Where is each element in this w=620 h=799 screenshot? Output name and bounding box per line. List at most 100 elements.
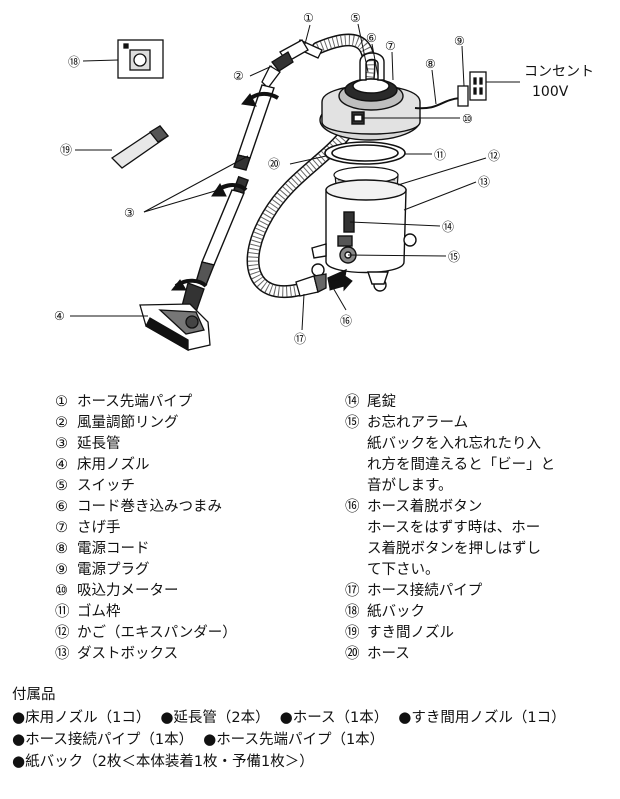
- callout-6: ⑥: [366, 31, 377, 45]
- parts-list-name: 吸込力メーター: [77, 583, 179, 599]
- accessory-item: ●ホース接続パイプ（1本）: [12, 730, 194, 748]
- callout-4: ④: [54, 309, 65, 323]
- bullet-icon: ●: [279, 708, 293, 726]
- parts-list-number: ⑳: [345, 646, 360, 662]
- callout-16: ⑯: [340, 314, 352, 328]
- parts-list-name: ホース先端パイプ: [77, 394, 193, 410]
- parts-list-name: スイッチ: [77, 478, 135, 494]
- parts-list-number: ③: [55, 436, 68, 452]
- paper-bag-illustration: [117, 39, 164, 79]
- bullet-icon: ●: [160, 708, 174, 726]
- hose-connector-illustration: [295, 268, 347, 297]
- vacuum-head-illustration: [319, 52, 421, 141]
- accessory-name: 紙バック（2枚＜本体装着1枚・予備1枚＞）: [25, 754, 314, 770]
- callout-18: ⑱: [68, 55, 80, 69]
- bullet-icon: ●: [398, 708, 412, 726]
- callout-13: ⑬: [478, 175, 490, 189]
- parts-list-number: ⑲: [345, 625, 360, 641]
- accessory-name: ホース接続パイプ（1本）: [25, 732, 194, 748]
- parts-list-number: ①: [55, 394, 68, 410]
- bullet-icon: ●: [203, 730, 217, 748]
- parts-list-number: ⑱: [345, 604, 360, 620]
- callout-7: ⑦: [385, 39, 396, 53]
- bullet-icon: ●: [12, 708, 26, 726]
- callout-10: ⑩: [462, 112, 473, 126]
- parts-list-number: ⑬: [55, 646, 70, 662]
- bullet-icon: ●: [12, 752, 26, 770]
- accessory-name: すき間用ノズル（1コ）: [411, 710, 566, 726]
- power-cord-illustration: [414, 97, 461, 110]
- parts-list-name: ホース接続パイプ: [367, 583, 483, 599]
- rubber-frame-illustration: [324, 141, 406, 165]
- callout-12: ⑫: [488, 149, 500, 163]
- parts-list-number: ⑮: [345, 415, 360, 431]
- floor-nozzle-illustration: [139, 282, 211, 352]
- accessories-line: ●床用ノズル（1コ）●延長管（2本）●ホース（1本）●すき間用ノズル（1コ）: [12, 707, 576, 729]
- parts-list-name: 床用ノズル: [77, 457, 150, 473]
- callout-8: ⑧: [425, 57, 436, 71]
- parts-list-number: ⑨: [55, 562, 68, 578]
- parts-list-item: ⑰ ホース接続パイプ: [345, 581, 555, 602]
- accessory-item: ●床用ノズル（1コ）: [12, 708, 150, 726]
- parts-list-item: ⑮ お忘れアラーム 紙バックを入れ忘れたり入 れ方を間違えると「ビー」と 音がしま…: [345, 413, 555, 497]
- accessories-line: ●紙バック（2枚＜本体装着1枚・予備1枚＞）: [12, 751, 576, 773]
- accessory-item: ●ホース先端パイプ（1本）: [203, 730, 385, 748]
- accessory-name: ホース（1本）: [292, 710, 389, 726]
- parts-list-item: ⑤ スイッチ: [55, 476, 237, 497]
- parts-list-number: ⑯: [345, 499, 360, 515]
- parts-list-item: ④ 床用ノズル: [55, 455, 237, 476]
- accessory-item: ●紙バック（2枚＜本体装着1枚・予備1枚＞）: [12, 752, 314, 770]
- parts-list-item: ⑬ ダストボックス: [55, 644, 237, 665]
- parts-list-name: かご（エキスパンダー）: [77, 625, 237, 641]
- parts-list-number: ⑫: [55, 625, 70, 641]
- parts-list-number: ⑩: [55, 583, 68, 599]
- parts-list-item: ⑩ 吸込力メーター: [55, 581, 237, 602]
- accessory-name: ホース先端パイプ（1本）: [216, 732, 385, 748]
- parts-list-item: ⑥ コード巻き込みつまみ: [55, 497, 237, 518]
- callout-15: ⑮: [448, 250, 460, 264]
- parts-list-name: ダストボックス: [77, 646, 179, 662]
- accessory-name: 延長管（2本）: [173, 710, 270, 726]
- parts-list-item: ⑯ ホース着脱ボタン ホースをはずす時は、ホー ス着脱ボタンを押しはずし て下さい…: [345, 497, 555, 581]
- parts-list-name: さげ手: [77, 520, 121, 536]
- power-plug-illustration: [457, 71, 487, 107]
- parts-list-name: 風量調節リング: [77, 415, 179, 431]
- parts-list-number: ⑥: [55, 499, 68, 515]
- accessories-title: 付属品: [12, 687, 56, 703]
- parts-list-number: ⑤: [55, 478, 68, 494]
- parts-list-number: ⑭: [345, 394, 360, 410]
- callout-20: ⑳: [268, 157, 280, 171]
- callout-19: ⑲: [60, 143, 72, 157]
- parts-list-name: お忘れアラーム 紙バックを入れ忘れたり入 れ方を間違えると「ビー」と 音がします…: [367, 415, 556, 494]
- parts-list-item: ⑦ さげ手: [55, 518, 237, 539]
- callout-11: ⑪: [434, 148, 446, 162]
- parts-list-number: ⑦: [55, 520, 68, 536]
- parts-list-item: ⑭ 尾錠: [345, 392, 555, 413]
- parts-list-name: 尾錠: [367, 394, 396, 410]
- bullet-icon: ●: [12, 730, 26, 748]
- leader-lines: [70, 23, 520, 331]
- accessory-item: ●延長管（2本）: [160, 708, 270, 726]
- dust-box-illustration: [311, 179, 417, 292]
- parts-list-name: すき間ノズル: [367, 625, 454, 641]
- parts-list-name: ホース着脱ボタン ホースをはずす時は、ホー ス着脱ボタンを押しはずし て下さい。: [367, 499, 541, 578]
- callout-3: ③: [124, 206, 135, 220]
- parts-list-item: ⑲ すき間ノズル: [345, 623, 555, 644]
- callout-numbers: ① ② ③ ④ ⑤ ⑥ ⑦ ⑧ ⑨ ⑩ ⑪ ⑫ ⑬ ⑭ ⑮ ⑯ ⑰ ⑱ ⑲ ⑳ …: [54, 11, 594, 346]
- parts-list-number: ⑰: [345, 583, 360, 599]
- parts-list-name: コード巻き込みつまみ: [77, 499, 222, 515]
- callout-2: ②: [233, 69, 244, 83]
- parts-list-item: ⑨ 電源プラグ: [55, 560, 237, 581]
- parts-list-number: ④: [55, 457, 68, 473]
- accessory-item: ●ホース（1本）: [279, 708, 389, 726]
- parts-list-item: ⑫ かご（エキスパンダー）: [55, 623, 237, 644]
- parts-list-name: 電源プラグ: [77, 562, 150, 578]
- accessories-list: ●床用ノズル（1コ）●延長管（2本）●ホース（1本）●すき間用ノズル（1コ）●ホ…: [12, 707, 576, 773]
- vacuum-diagram: ① ② ③ ④ ⑤ ⑥ ⑦ ⑧ ⑨ ⑩ ⑪ ⑫ ⑬ ⑭ ⑮ ⑯ ⑰ ⑱ ⑲ ⑳ …: [54, 11, 594, 352]
- crevice-nozzle-illustration: [110, 125, 169, 169]
